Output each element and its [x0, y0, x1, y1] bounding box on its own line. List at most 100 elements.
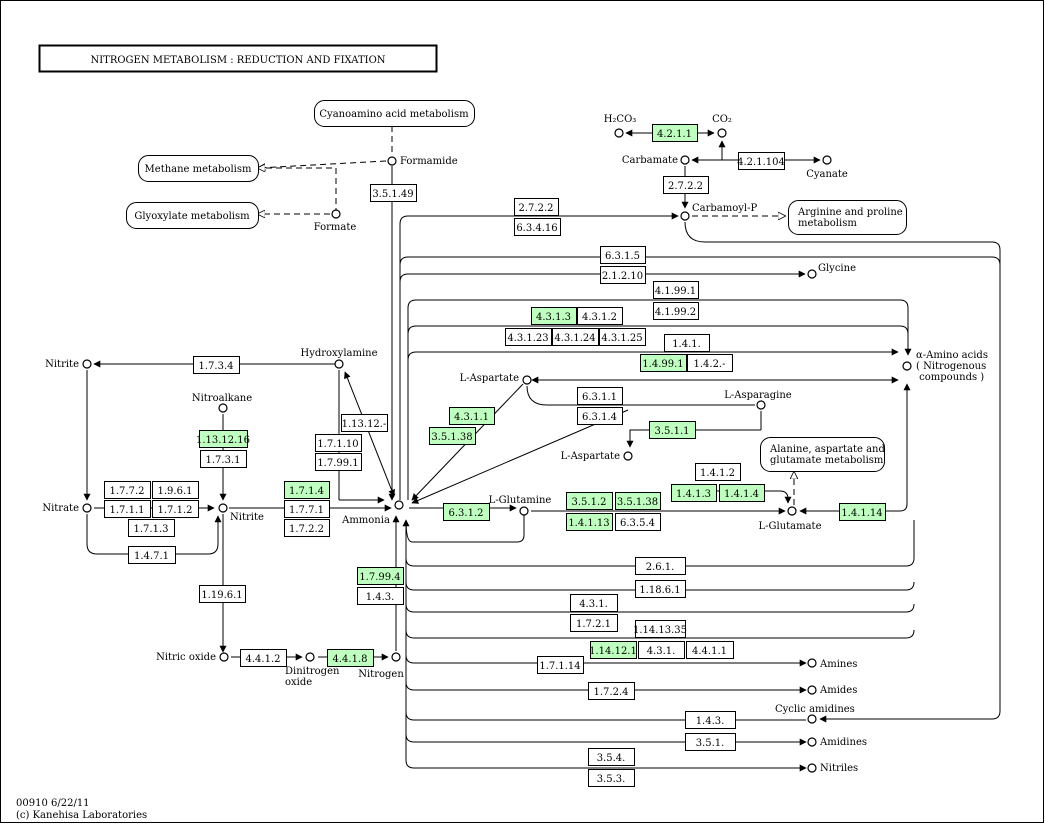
- compound-amidines[interactable]: Amidines: [807, 737, 867, 748]
- enzyme-box[interactable]: 4.2.1.104: [737, 152, 785, 170]
- enzyme-box[interactable]: 1.4.3.: [685, 711, 736, 729]
- enzyme-box[interactable]: 1.4.7.1: [128, 546, 176, 564]
- enzyme-box[interactable]: 1.7.3.4: [193, 356, 240, 374]
- compound-nitrite_l[interactable]: Nitrite: [45, 359, 92, 370]
- enzyme-box[interactable]: 4.4.1.8: [327, 649, 374, 667]
- enzyme-box[interactable]: 3.5.1.: [685, 733, 736, 751]
- enzyme-box[interactable]: 1.4.1.3: [671, 484, 717, 502]
- compound-h2co3[interactable]: H₂CO₃: [604, 114, 637, 138]
- enzyme-box[interactable]: 6.3.1.1: [577, 387, 623, 405]
- enzyme-box[interactable]: 3.5.1.38: [429, 427, 476, 445]
- enzyme-box[interactable]: 4.3.1.1: [449, 407, 495, 425]
- enzyme-box[interactable]: 1.7.2.4: [588, 682, 635, 700]
- compound-glycine[interactable]: Glycine: [807, 263, 856, 279]
- enzyme-box[interactable]: 1.14.13.35: [633, 620, 687, 638]
- enzyme-box[interactable]: 4.3.1.24: [552, 328, 599, 346]
- compound-carbamoylp[interactable]: Carbamoyl-P: [680, 203, 757, 221]
- enzyme-box[interactable]: 4.3.1.23: [505, 328, 552, 346]
- enzyme-box[interactable]: 1.13.12.16: [196, 430, 250, 448]
- enzyme-box[interactable]: 3.5.1.1: [649, 421, 696, 439]
- enzyme-box[interactable]: 4.4.1.1: [686, 641, 734, 659]
- compound-lglutamate[interactable]: L-Glutamate: [758, 506, 822, 532]
- enzyme-box[interactable]: 1.4.1.4: [719, 484, 765, 502]
- enzyme-box[interactable]: 1.7.1.14: [537, 656, 584, 674]
- compound-carbamate[interactable]: Carbamate: [622, 155, 690, 166]
- compound-nitricoxide[interactable]: Nitric oxide: [156, 652, 229, 663]
- enzyme-box[interactable]: 1.4.1.: [664, 334, 710, 352]
- map-link-glyoxylate[interactable]: Glyoxylate metabolism: [126, 202, 259, 229]
- compound-nitroalkane[interactable]: Nitroalkane: [192, 393, 252, 413]
- enzyme-box[interactable]: 1.7.1.3: [128, 519, 175, 537]
- compound-formamide[interactable]: Formamide: [387, 156, 458, 167]
- enzyme-box[interactable]: 4.1.99.1: [653, 281, 699, 299]
- enzyme-box[interactable]: 1.9.6.1: [152, 481, 199, 499]
- compound-nitrite[interactable]: Nitrite: [218, 503, 264, 523]
- enzyme-box[interactable]: 2.6.1.: [635, 557, 686, 575]
- enzyme-box[interactable]: 4.3.1.3: [531, 307, 577, 325]
- compound-lasparagine[interactable]: L-Asparagine: [724, 390, 792, 410]
- enzyme-box[interactable]: 1.7.1.4: [284, 481, 330, 499]
- compound-formate[interactable]: Formate: [314, 209, 357, 233]
- enzyme-box[interactable]: 1.19.6.1: [199, 585, 246, 603]
- map-link-methane[interactable]: Methane metabolism: [138, 155, 259, 182]
- enzyme-box[interactable]: 4.3.1.: [638, 641, 685, 659]
- map-link-cyanoamino[interactable]: Cyanoamino acid metabolism: [314, 100, 475, 127]
- enzyme-box[interactable]: 2.7.2.2: [514, 198, 559, 216]
- enzyme-box[interactable]: 6.3.1.5: [600, 246, 646, 264]
- enzyme-box[interactable]: 2.7.2.2: [663, 176, 709, 194]
- enzyme-box[interactable]: 4.2.1.1: [652, 124, 698, 142]
- compound-aminoacids[interactable]: α-Amino acids( Nitrogenous compounds ): [902, 350, 988, 383]
- enzyme-box[interactable]: 6.3.4.16: [514, 218, 561, 236]
- enzyme-box[interactable]: 1.7.1.1: [104, 500, 151, 518]
- map-id-date: 00910 6/22/11: [16, 798, 90, 809]
- enzyme-box[interactable]: 1.7.99.1: [315, 453, 362, 471]
- compound-amines[interactable]: Amines: [807, 658, 857, 670]
- enzyme-box[interactable]: 3.5.1.38: [615, 492, 661, 510]
- compound-hydroxylamine[interactable]: Hydroxylamine: [300, 348, 378, 369]
- compound-ammonia[interactable]: Ammonia: [341, 500, 404, 526]
- compound-nitrogen[interactable]: Nitrogen: [358, 652, 404, 680]
- enzyme-box[interactable]: 1.7.7.1: [284, 500, 330, 518]
- enzyme-box[interactable]: 1.7.1.2: [152, 500, 199, 518]
- enzyme-box[interactable]: 4.3.1.: [570, 594, 618, 612]
- enzyme-box[interactable]: 2.1.2.10: [600, 266, 646, 284]
- enzyme-box[interactable]: 1.4.2.-: [687, 354, 733, 372]
- compound-amides[interactable]: Amides: [807, 685, 857, 696]
- enzyme-box[interactable]: 1.4.3.: [357, 587, 404, 605]
- compound-laspartate2[interactable]: L-Aspartate: [561, 451, 633, 462]
- compound-co2[interactable]: CO₂: [712, 114, 732, 138]
- enzyme-box[interactable]: 1.14.12.1: [589, 641, 637, 659]
- enzyme-box[interactable]: 1.4.1.14: [839, 503, 886, 521]
- enzyme-box[interactable]: 4.1.99.2: [653, 302, 699, 320]
- compound-nitrate[interactable]: Nitrate: [42, 503, 92, 514]
- enzyme-box[interactable]: 3.5.4.: [588, 748, 635, 766]
- enzyme-box[interactable]: 1.7.7.2: [104, 481, 151, 499]
- enzyme-box[interactable]: 3.5.3.: [588, 769, 635, 787]
- enzyme-box[interactable]: 3.5.1.2: [566, 492, 613, 510]
- compound-laspartate1[interactable]: L-Aspartate: [460, 373, 532, 385]
- enzyme-box[interactable]: 1.7.99.4: [357, 567, 404, 585]
- compound-nitriles[interactable]: Nitriles: [807, 763, 858, 774]
- enzyme-box[interactable]: 6.3.5.4: [615, 513, 661, 531]
- enzyme-box[interactable]: 6.3.1.2: [443, 503, 490, 521]
- enzyme-box[interactable]: 1.18.6.1: [635, 580, 686, 598]
- compound-lglutamine[interactable]: L-Glutamine: [489, 495, 552, 516]
- enzyme-box[interactable]: 1.13.12.-: [341, 414, 388, 432]
- compound-cyanate[interactable]: Cyanate: [806, 155, 848, 180]
- enzyme-box[interactable]: 1.7.2.1: [570, 614, 618, 632]
- compound-cyclicamidines[interactable]: Cyclic amidines: [775, 704, 855, 724]
- enzyme-box[interactable]: 1.7.3.1: [200, 450, 247, 468]
- enzyme-box[interactable]: 1.4.99.1: [640, 354, 687, 372]
- enzyme-box[interactable]: 1.7.2.2: [284, 519, 330, 537]
- enzyme-box[interactable]: 4.4.1.2: [240, 649, 287, 667]
- enzyme-box[interactable]: 1.7.1.10: [315, 434, 362, 452]
- enzyme-box[interactable]: 3.5.1.49: [370, 184, 417, 202]
- enzyme-box[interactable]: 6.3.1.4: [577, 407, 623, 425]
- enzyme-box[interactable]: 1.4.1.2: [695, 463, 741, 481]
- enzyme-box[interactable]: 4.3.1.2: [577, 307, 623, 325]
- enzyme-box[interactable]: 4.3.1.25: [599, 328, 646, 346]
- enzyme-box[interactable]: 1.4.1.13: [566, 513, 613, 531]
